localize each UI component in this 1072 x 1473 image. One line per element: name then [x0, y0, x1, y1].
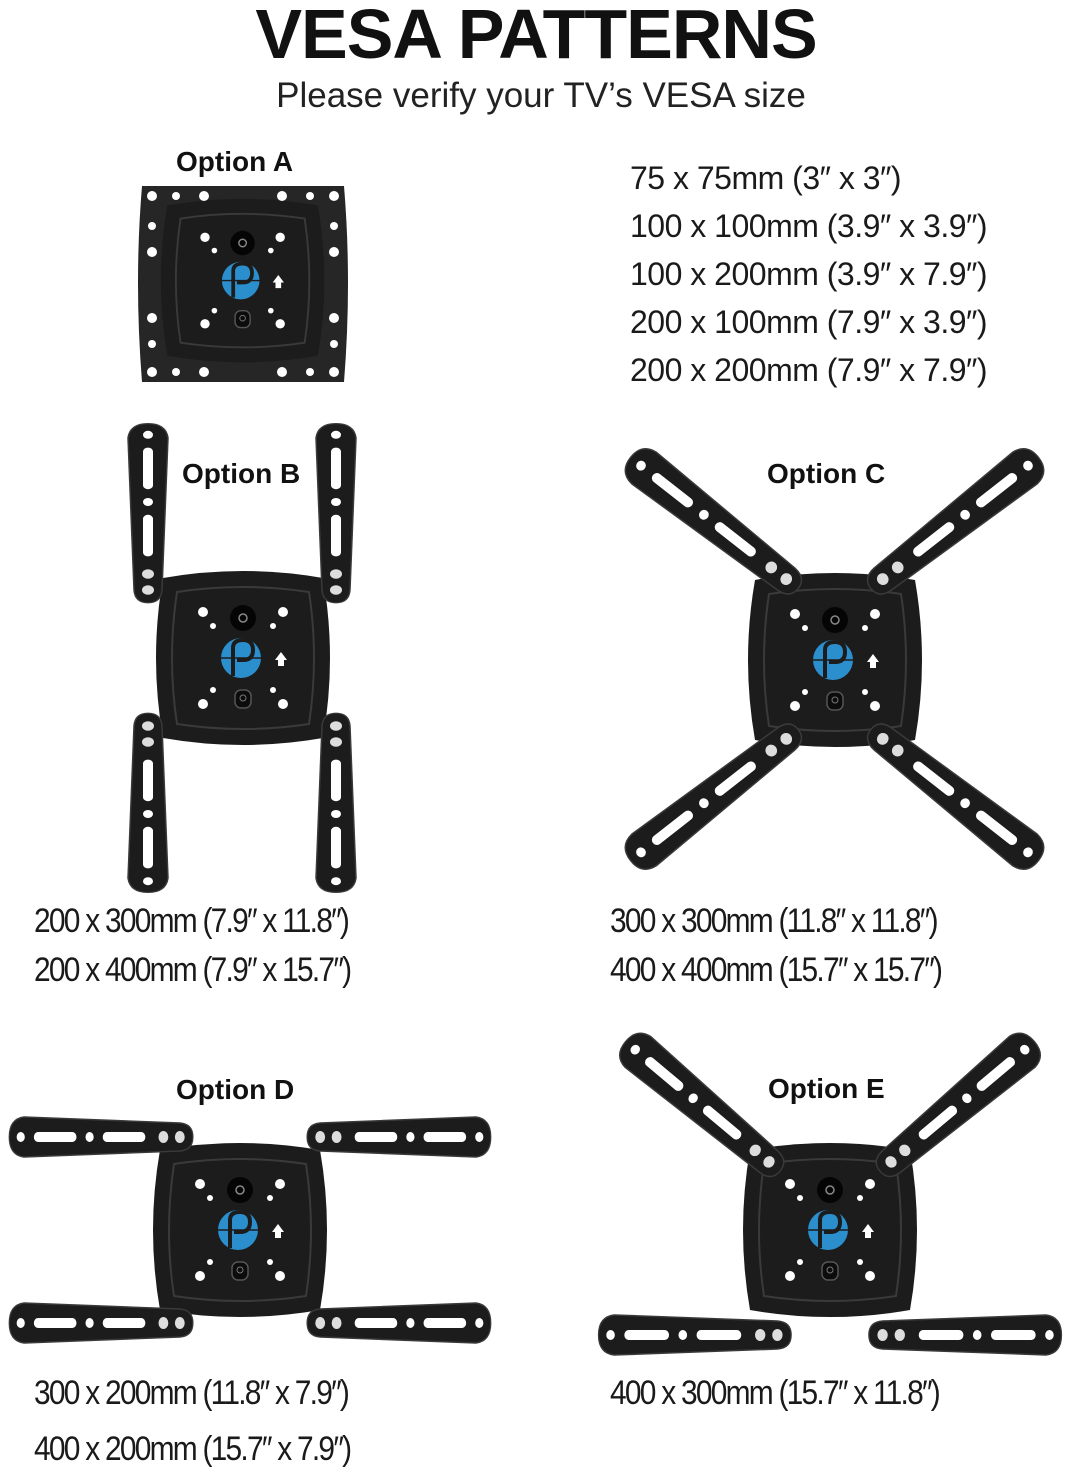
option-b-label: Option B: [180, 458, 303, 490]
option-c-size-2: 400 x 400mm (15.7″ x 15.7″): [610, 951, 943, 989]
option-a-size-2: 100 x 100mm (3.9″ x 3.9″): [630, 208, 987, 244]
option-a-size-4: 200 x 100mm (7.9″ x 3.9″): [630, 304, 987, 340]
option-e-label: Option E: [766, 1073, 887, 1105]
option-b-size-1: 200 x 300mm (7.9″ x 11.8″): [34, 902, 350, 940]
option-d-size-1: 300 x 200mm (11.8″ x 7.9″): [34, 1374, 350, 1412]
option-b-bracket-image: [127, 422, 357, 894]
option-a-size-5: 200 x 200mm (7.9″ x 7.9″): [630, 352, 987, 388]
option-c-bracket-image: [617, 440, 1052, 878]
option-d-bracket-image: [8, 1116, 492, 1344]
option-c-label: Option C: [767, 458, 886, 489]
page-subtitle: Please verify your TV’s VESA size: [276, 76, 806, 115]
option-a-label: Option A: [176, 146, 294, 177]
option-d-size-2: 400 x 200mm (15.7″ x 7.9″): [34, 1430, 352, 1468]
option-b-size-2: 200 x 400mm (7.9″ x 15.7″): [34, 951, 352, 989]
option-d-label: Option D: [176, 1074, 295, 1105]
option-a-size-1: 75 x 75mm (3″ x 3″): [630, 160, 902, 196]
option-e-size-1: 400 x 300mm (15.7″ x 11.8″): [610, 1374, 941, 1412]
option-c-size-1: 300 x 300mm (11.8″ x 11.8″): [610, 902, 939, 940]
option-a-size-3: 100 x 200mm (3.9″ x 7.9″): [630, 256, 987, 292]
page-title: VESA PATTERNS: [255, 0, 817, 73]
option-a-bracket-image: [138, 186, 348, 382]
